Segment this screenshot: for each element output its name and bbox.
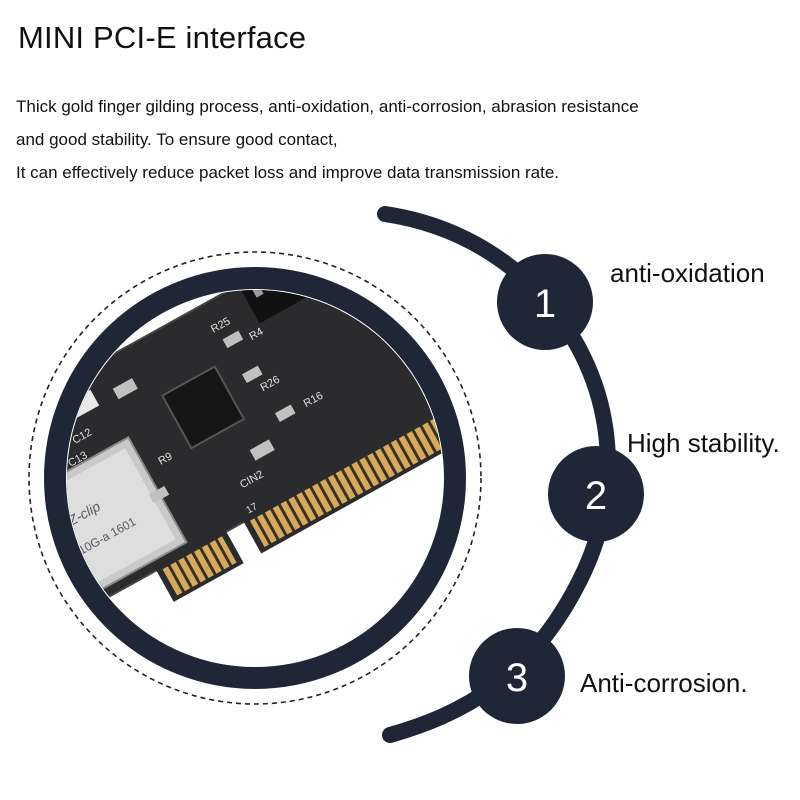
feature-marker-1: 1 — [497, 254, 593, 350]
feature-label-high-stability: High stability. — [627, 428, 780, 458]
feature-number: 2 — [585, 474, 607, 518]
feature-label-anti-corrosion: Anti-corrosion. — [580, 668, 748, 698]
feature-number: 3 — [506, 656, 528, 700]
number-circle — [469, 628, 565, 724]
page-title: MINI PCI-E interface — [18, 20, 307, 55]
description-line: It can effectively reduce packet loss an… — [16, 163, 560, 182]
feature-label-anti-oxidation: anti-oxidation — [610, 258, 765, 288]
feature-number: 1 — [534, 282, 556, 326]
description-line: and good stability. To ensure good conta… — [16, 130, 338, 149]
description-line: Thick gold finger gilding process, anti-… — [16, 97, 639, 116]
number-circle — [548, 446, 644, 542]
dashed-ring — [28, 251, 482, 705]
description: Thick gold finger gilding process, anti-… — [16, 90, 639, 189]
board-marking: 17 — [244, 501, 259, 516]
board-marking: R9 — [156, 450, 174, 467]
board-marking: R4 — [247, 326, 265, 343]
board-marking: C59 — [336, 245, 359, 265]
feature-marker-3: 3 — [469, 628, 565, 724]
feature-marker-2: 2 — [548, 446, 644, 542]
number-circle — [497, 254, 593, 350]
